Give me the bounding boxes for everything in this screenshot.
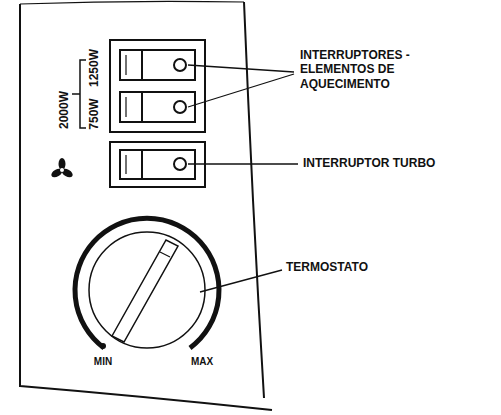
wattage-label: 2000W xyxy=(57,91,71,129)
scale-label: MAX xyxy=(191,356,213,368)
fan-icon xyxy=(50,158,74,179)
panel-edge xyxy=(244,2,264,398)
rocker-divider xyxy=(141,92,143,122)
rocker-switch xyxy=(120,92,195,122)
rocker-switch xyxy=(120,150,195,179)
switch-indicator xyxy=(174,101,186,113)
panel-outline xyxy=(20,4,272,410)
leader-line xyxy=(188,74,294,107)
knob-grip xyxy=(112,240,178,342)
bracket xyxy=(72,93,80,95)
rocker-mark xyxy=(125,155,126,174)
switch-frame xyxy=(110,40,205,132)
switch-indicator xyxy=(174,59,186,71)
rocker-switch xyxy=(120,50,195,80)
wattage-label: 1250W xyxy=(87,49,101,87)
scale-label: MIN xyxy=(94,356,112,368)
leader-line xyxy=(188,163,298,164)
callout-label: INTERRUPTORES - ELEMENTOS DE AQUECIMENTO xyxy=(300,48,430,91)
thermostat-knob xyxy=(89,232,205,348)
rocker-mark xyxy=(125,97,126,117)
callout-label: TERMOSTATO xyxy=(286,260,368,274)
rocker-divider xyxy=(141,150,143,179)
rocker-divider xyxy=(141,50,143,80)
min-dot xyxy=(100,343,106,349)
callout-label: INTERRUPTOR TURBO xyxy=(303,156,435,170)
wattage-label: 750W xyxy=(87,98,101,129)
knob-mark xyxy=(160,252,170,257)
rocker-mark xyxy=(125,55,126,75)
dial-scale xyxy=(75,218,219,348)
bracket xyxy=(80,60,86,128)
leader-line xyxy=(200,270,282,292)
leader-line xyxy=(188,65,294,72)
panel-top xyxy=(20,1,244,4)
switch-indicator xyxy=(174,158,186,170)
